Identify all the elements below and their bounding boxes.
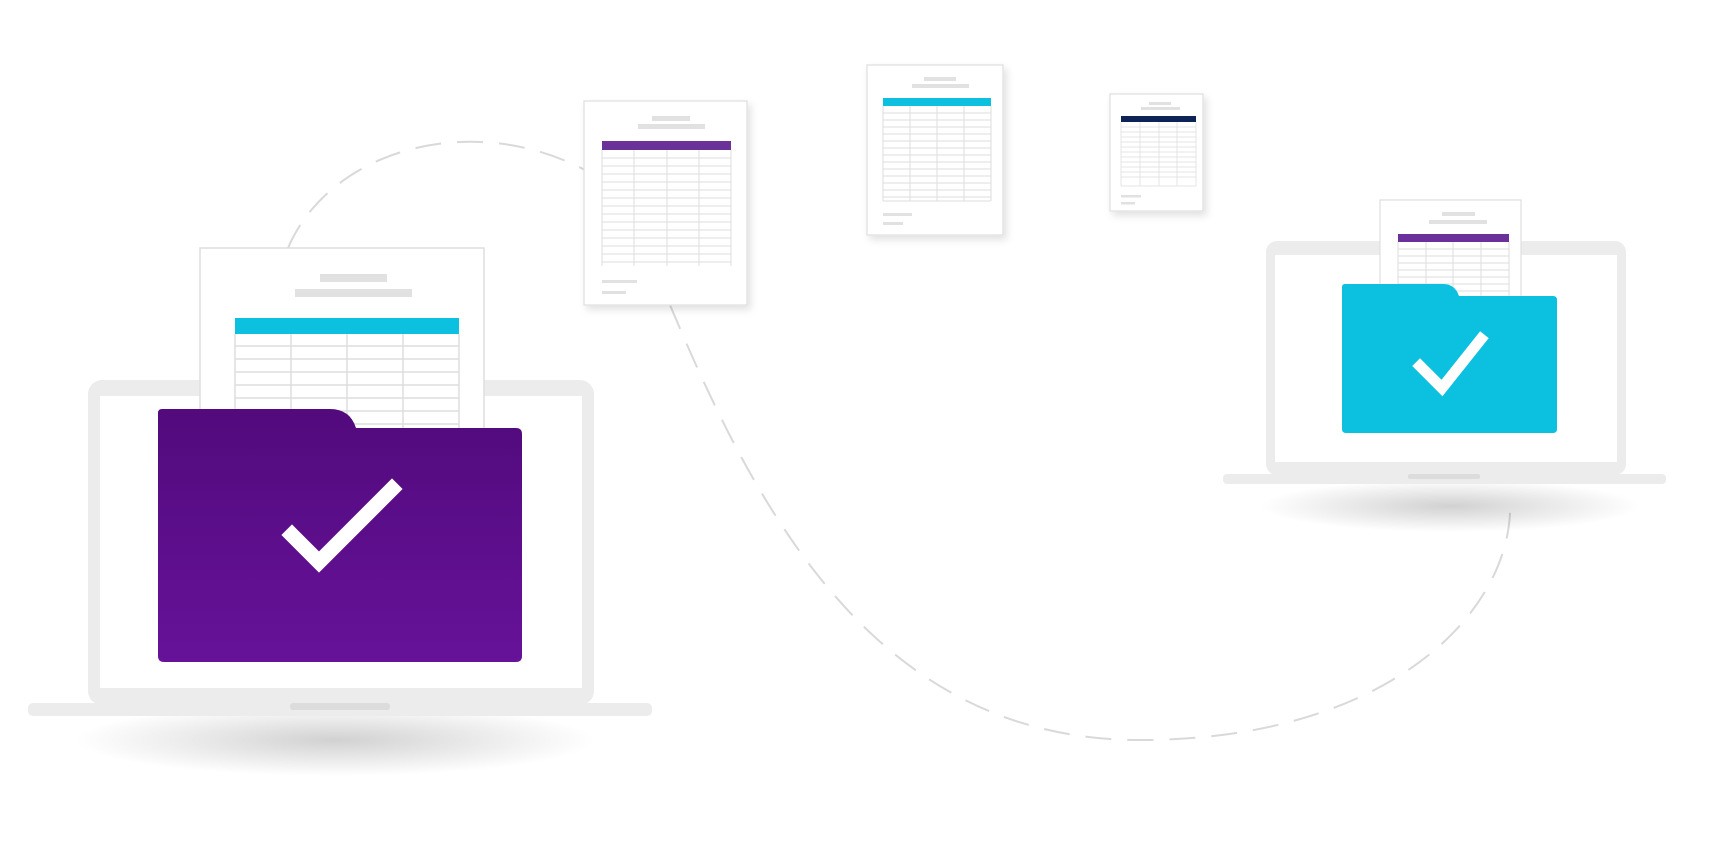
doc-footer-line xyxy=(602,291,626,294)
checkmark-icon xyxy=(1412,331,1489,397)
table-grid xyxy=(601,150,732,266)
table-grid xyxy=(882,106,992,202)
laptop-shadow xyxy=(75,704,595,776)
transfer-path xyxy=(287,140,1512,742)
doc-footer-line xyxy=(602,280,637,283)
destination-laptop xyxy=(1223,199,1666,532)
doc-footer-line xyxy=(883,213,912,216)
table-header xyxy=(1398,234,1509,242)
doc-footer-line xyxy=(1121,195,1141,198)
laptop-base-notch xyxy=(290,703,390,710)
table-header xyxy=(602,141,731,150)
table-header xyxy=(1121,116,1196,122)
doc-subtitle-bar xyxy=(1429,220,1487,224)
source-laptop xyxy=(28,247,652,776)
cyan-folder xyxy=(1342,284,1557,433)
checkmark-icon xyxy=(281,478,403,573)
purple-folder xyxy=(158,409,522,662)
destination-document xyxy=(1379,199,1522,301)
doc-title-bar xyxy=(652,116,690,121)
doc-title-bar xyxy=(320,274,387,282)
laptop-base-notch xyxy=(1408,474,1480,479)
doc-title-bar xyxy=(1442,212,1475,216)
table-grid xyxy=(1120,122,1197,187)
doc-subtitle-bar xyxy=(638,124,705,129)
transit-document-3 xyxy=(1109,93,1204,212)
table-header xyxy=(883,98,991,106)
doc-subtitle-bar xyxy=(1141,107,1180,110)
doc-title-bar xyxy=(924,77,956,81)
doc-footer-line xyxy=(1121,202,1135,205)
transit-document-2 xyxy=(866,64,1004,236)
doc-subtitle-bar xyxy=(295,289,412,297)
doc-subtitle-bar xyxy=(912,84,969,88)
laptop-shadow xyxy=(1260,480,1640,532)
doc-title-bar xyxy=(1149,102,1171,105)
doc-footer-line xyxy=(883,222,903,225)
transit-document-1 xyxy=(583,100,748,306)
table-header xyxy=(235,318,459,334)
